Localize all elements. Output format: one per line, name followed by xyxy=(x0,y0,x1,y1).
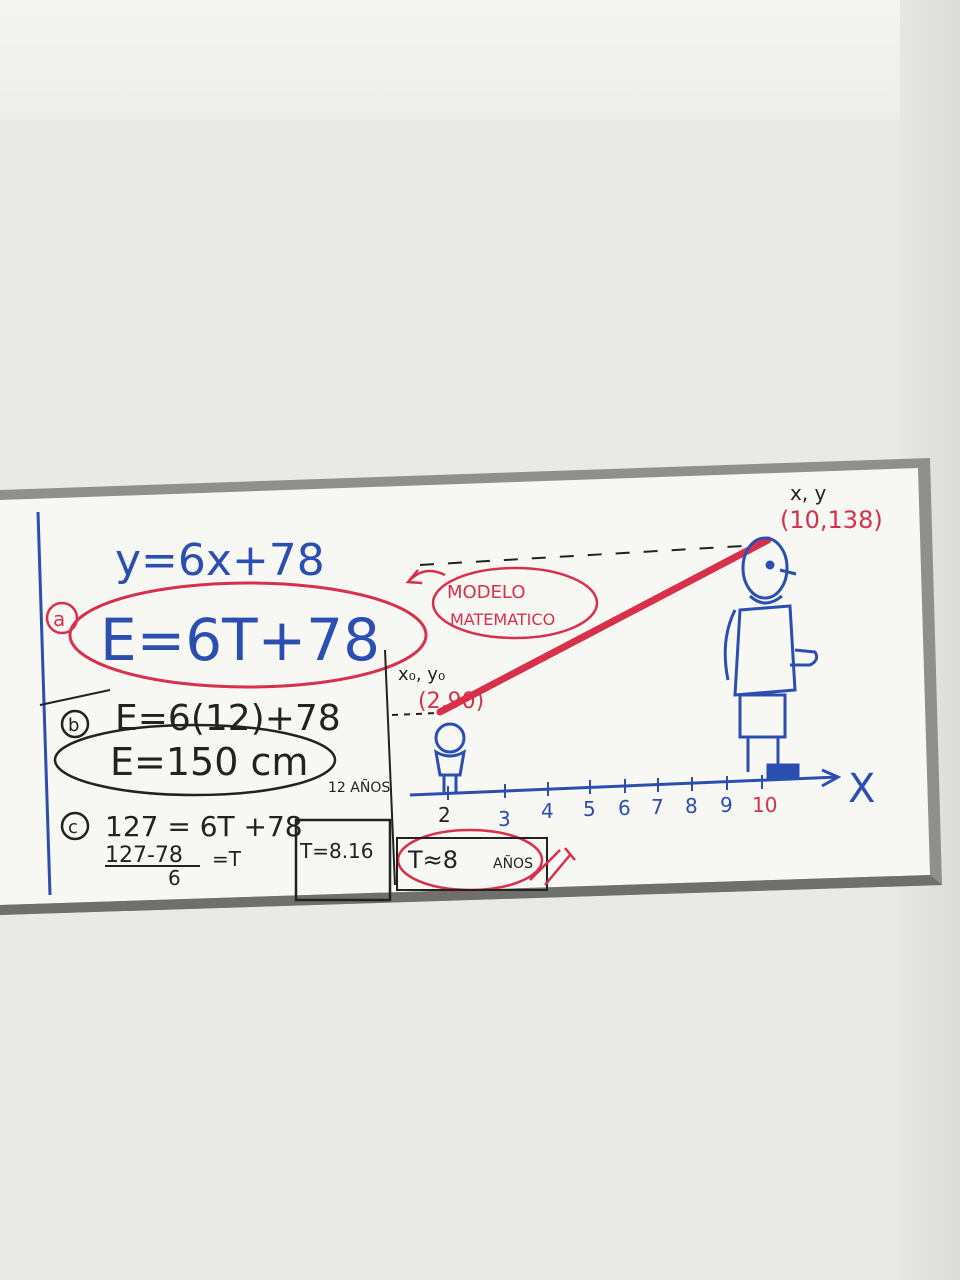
model-label-line2: MATEMATICO xyxy=(450,610,555,629)
part-c-marker: c xyxy=(68,817,78,838)
point0-label: x₀, y₀ xyxy=(398,664,445,685)
model-oval xyxy=(68,581,428,689)
dashed-guide-bottom xyxy=(391,712,439,716)
arrow-head xyxy=(405,569,423,585)
tick-label-8: 8 xyxy=(685,794,698,818)
growth-line xyxy=(436,536,772,716)
model-label-line1: MODELO xyxy=(447,582,526,603)
y-axis-line xyxy=(384,649,396,886)
c-fraction-den: 6 xyxy=(168,866,181,890)
divider-line xyxy=(39,689,111,706)
tick-label-7: 7 xyxy=(651,795,664,819)
b-result-oval xyxy=(53,723,337,797)
model-label-oval xyxy=(431,566,599,640)
tick-label-9: 9 xyxy=(720,793,733,817)
c-result-rounded: T≈8 xyxy=(407,846,458,874)
point1-coords: (10,138) xyxy=(780,506,883,534)
c-fraction-eq: =T xyxy=(212,847,242,871)
tick-label-3: 3 xyxy=(498,807,511,831)
tick-label-10: 10 xyxy=(752,793,777,817)
c-fraction-num: 127-78 xyxy=(105,843,183,868)
whiteboard-shadow xyxy=(0,875,942,915)
tick-label-4: 4 xyxy=(541,799,554,823)
part-a-circle xyxy=(45,601,79,635)
x-axis-arrow xyxy=(821,768,842,788)
adult-figure xyxy=(723,536,819,779)
tick-label-5: 5 xyxy=(583,797,596,821)
b-substitution: E=6(12)+78 xyxy=(115,698,341,739)
tick-marks xyxy=(447,775,763,800)
part-a-marker: a xyxy=(53,607,65,631)
b-result: E=150 cm xyxy=(110,740,308,784)
wall-top xyxy=(0,0,960,120)
x-axis-label: X xyxy=(848,766,875,812)
child-figure xyxy=(433,722,467,792)
c-result-exact: T=8.16 xyxy=(299,839,374,863)
c-result-box xyxy=(294,818,392,902)
part-c-circle xyxy=(60,811,90,841)
equation-model: E=6T+78 xyxy=(100,606,380,674)
part-b-marker: b xyxy=(68,715,79,736)
tick-label-6: 6 xyxy=(618,796,631,820)
dashed-guide-top xyxy=(419,544,761,566)
point1-label: x, y xyxy=(790,481,827,505)
c-equation: 127 = 6T +78 xyxy=(105,810,303,843)
tick-label-2: 2 xyxy=(438,803,451,827)
tick-labels: 2 3 4 5 6 7 8 9 10 xyxy=(438,793,777,831)
b-note: 12 AÑOS xyxy=(328,779,390,796)
check-mark xyxy=(529,847,576,886)
part-b-circle xyxy=(60,709,90,739)
equation-general: y=6x+78 xyxy=(115,535,325,586)
c-result-units: AÑOS xyxy=(493,855,533,872)
